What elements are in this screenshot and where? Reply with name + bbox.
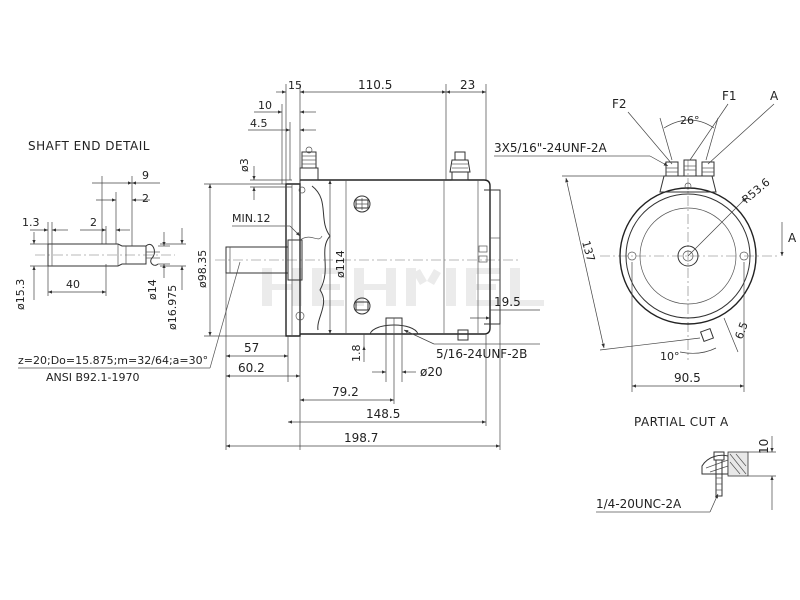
shaft-end-detail-title: SHAFT END DETAIL: [28, 139, 150, 153]
ansi-spec: ANSI B92.1-1970: [46, 371, 139, 384]
dim-57: 57: [244, 341, 259, 355]
label-a-arrow: A: [788, 231, 797, 245]
label-thread-3x: 3X5/16"-24UNF-2A: [494, 141, 608, 155]
dim-1-8: 1.8: [350, 345, 363, 363]
dim-148-5: 148.5: [366, 407, 400, 421]
shaft-end-detail: SHAFT END DETAIL 9 2 2 1.3: [14, 139, 241, 384]
dim-r53-6: R53.6: [740, 176, 773, 207]
side-view: 15 110.5 23 10 4.5 ø3 MIN.12 ø98.35 ø114: [196, 78, 540, 450]
dim-2-lower: 2: [90, 216, 97, 229]
label-thread-5-16: 5/16-24UNF-2B: [436, 347, 527, 361]
dim-phi20: ø20: [420, 365, 443, 379]
dim-9: 9: [142, 169, 149, 182]
dim-10: 10: [258, 99, 272, 112]
label-thread-1-4: 1/4-20UNC-2A: [596, 497, 682, 511]
watermark-logo: [262, 268, 544, 306]
dim-26deg: 26°: [680, 114, 700, 127]
dim-2-upper: 2: [142, 192, 149, 205]
dim-60-2: 60.2: [238, 361, 265, 375]
dim-19-5: 19.5: [494, 295, 521, 309]
partial-cut-a: PARTIAL CUT A 10 1/4-20UNC-2A: [596, 415, 776, 513]
dim-phi14: ø14: [146, 279, 159, 300]
terminal-stud-front: [299, 146, 319, 181]
dim-10deg: 10°: [660, 350, 680, 363]
dim-1-3: 1.3: [22, 216, 40, 229]
dim-10-cut: 10: [757, 439, 771, 454]
dim-6-5: 6.5: [733, 320, 751, 341]
dim-137: 137: [579, 239, 597, 263]
dim-110-5: 110.5: [358, 78, 392, 92]
dim-40: 40: [66, 278, 80, 291]
label-f2: F2: [612, 97, 627, 111]
end-view: R53.6 F2 F1 A 26° 3X5/16"-24UNF-2A 137 A…: [494, 89, 797, 392]
dim-phi114: ø114: [334, 250, 347, 278]
gear-spec: z=20;Do=15.875;m=32/64;a=30°: [18, 354, 208, 367]
dim-4-5: 4.5: [250, 117, 268, 130]
bolt-lower: [353, 297, 371, 315]
dim-79-2: 79.2: [332, 385, 359, 399]
dim-23: 23: [460, 78, 475, 92]
dim-phi3: ø3: [238, 158, 251, 172]
label-min12: MIN.12: [232, 212, 270, 225]
label-a-top: A: [770, 89, 779, 103]
dim-90-5: 90.5: [674, 371, 701, 385]
partial-cut-a-title: PARTIAL CUT A: [634, 415, 729, 429]
dim-phi15-3: ø15.3: [14, 279, 27, 310]
label-f1: F1: [722, 89, 737, 103]
bolt-upper: [353, 195, 371, 213]
dim-198-7: 198.7: [344, 431, 378, 445]
dim-15: 15: [288, 79, 302, 92]
terminal-stud-rear: [449, 151, 471, 181]
dim-phi16-975: ø16.975: [166, 285, 179, 330]
dim-phi98-35: ø98.35: [196, 250, 209, 288]
